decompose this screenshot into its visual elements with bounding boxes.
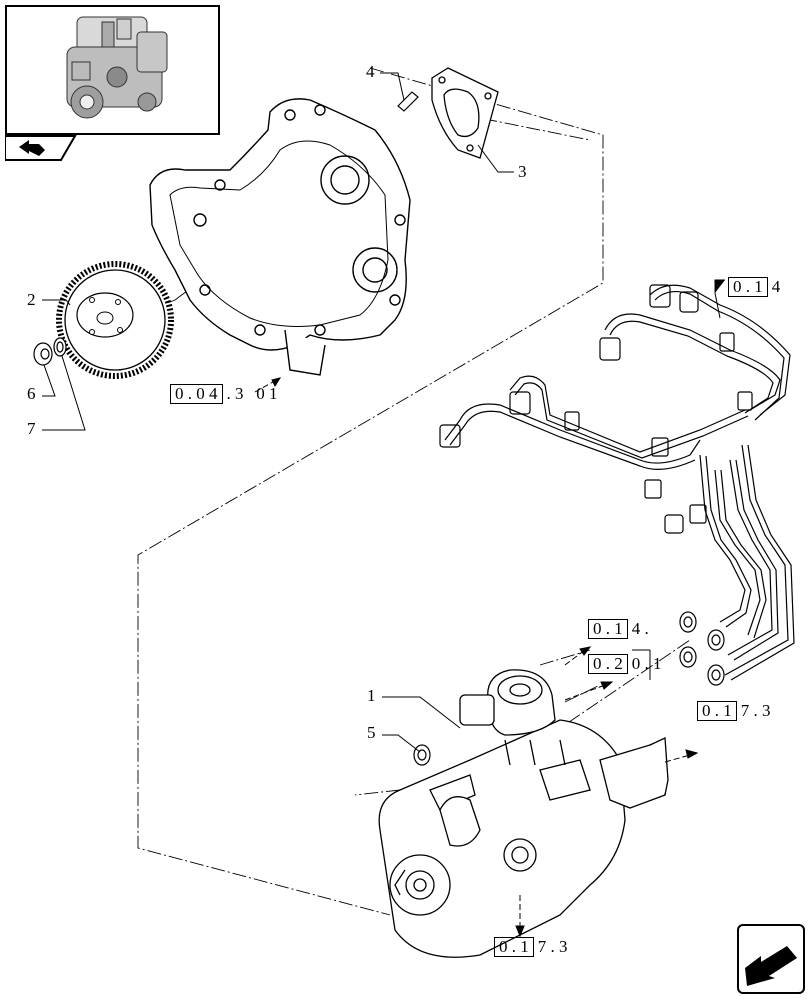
previous-page-arrow-icon [4,135,77,161]
reference-link-pump-14[interactable]: 0 . 1 4 . [588,619,649,639]
reference-suffix: 4 [771,277,781,296]
drive-gear [56,261,174,379]
exit-button[interactable] [737,924,805,994]
injection-lines [439,284,795,681]
reference-code: 0 . 1 [588,619,628,639]
previous-page-button[interactable] [4,135,77,161]
reference-link-injector-lines[interactable]: 0 . 1 4 [728,277,780,297]
callout-2: 2 [27,290,36,309]
callout-1: 1 [367,686,376,705]
reference-suffix: . 3 0 1 [226,384,278,403]
exit-arrow-icon [745,946,797,986]
gear-housing [149,98,411,376]
reference-code: 0 . 2 [588,654,628,674]
reference-link-timing-cover[interactable]: 0 . 0 4 . 3 0 1 [170,384,278,404]
callout-7: 7 [27,419,36,438]
nut-and-washer [33,337,67,366]
callout-5: 5 [367,723,376,742]
reference-code: 0 . 1 [494,937,534,957]
reference-suffix: 0 . 1 [631,654,662,673]
reference-arrows [254,279,725,938]
dowel-pin [397,91,419,112]
callout-4: 4 [366,62,375,81]
callout-3: 3 [518,162,527,181]
reference-code: 0 . 1 [697,701,737,721]
reference-link-pump-173-right[interactable]: 0 . 1 7 . 3 [697,701,771,721]
engine-thumbnail-icon [66,16,168,119]
callout-6: 6 [27,384,36,403]
reference-suffix: 7 . 3 [537,937,568,956]
engine-thumbnail[interactable] [5,5,220,135]
reference-suffix: 4 . [631,619,649,638]
reference-code: 0 . 0 4 [170,384,223,404]
reference-code: 0 . 1 [728,277,768,297]
gasket [431,67,499,159]
callout-leaders [42,72,514,753]
reference-link-pump-173-bottom[interactable]: 0 . 1 7 . 3 [494,937,568,957]
injection-pump [378,669,669,958]
pipe-fittings [679,611,725,686]
pump-nut [413,744,431,766]
reference-link-pump-20[interactable]: 0 . 2 0 . 1 [588,654,662,674]
reference-suffix: 7 . 3 [740,701,771,720]
